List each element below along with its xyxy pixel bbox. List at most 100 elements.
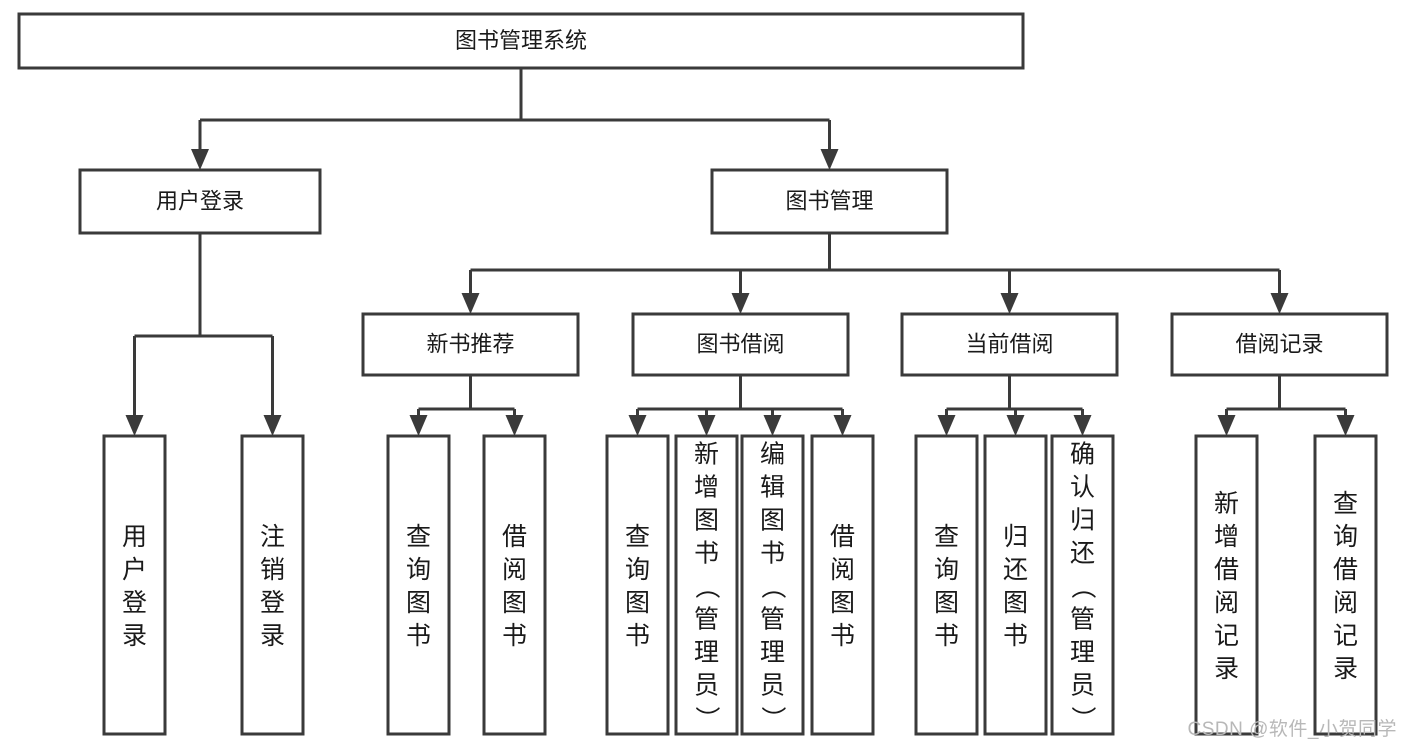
arrow-head-icon [937, 415, 956, 436]
node-label: 当前借阅 [965, 331, 1053, 356]
leaf-label-char: 注 [260, 523, 285, 551]
leaf-label-char: 销 [260, 556, 285, 584]
leaf-label-char: ） [693, 706, 721, 731]
node-box [386, 434, 451, 736]
nodes-layer: 图书管理系统用户登录图书管理新书推荐图书借阅当前借阅借阅记录用户登录注销登录查询… [17, 12, 1389, 736]
leaf-label-char: 查 [406, 523, 431, 551]
leaf-label-char: 理 [760, 639, 785, 667]
node-box [740, 434, 805, 736]
arrow-head-icon [833, 415, 852, 436]
leaf-label-char: 员 [1070, 672, 1095, 700]
leaf-label-char: （ [759, 574, 787, 599]
leaf-label-char: 理 [1070, 639, 1095, 667]
level2-node-0[interactable]: 用户登录 [78, 168, 322, 235]
arrow-head-icon [697, 415, 716, 436]
leaf-label-char: 记 [1333, 622, 1358, 650]
level2-node-1[interactable]: 图书管理 [710, 168, 949, 235]
leaf-label-char: ） [759, 706, 787, 731]
leaf-label-char: 新 [1214, 490, 1239, 518]
leaf-label-char: 阅 [1333, 589, 1358, 617]
leaf-label-char: 阅 [1214, 589, 1239, 617]
arrow-head-icon [763, 415, 782, 436]
node-box [983, 434, 1048, 736]
leaf-label-char: 询 [625, 556, 650, 584]
arrow-head-icon [1336, 415, 1355, 436]
arrow-head-icon [461, 293, 480, 314]
leaf-label-char: 管 [760, 606, 785, 634]
leaf-label-char: 记 [1214, 622, 1239, 650]
root-node-book-management-system[interactable]: 图书管理系统 [17, 12, 1025, 70]
leaf-label-char: 归 [1003, 523, 1028, 551]
leaf-node-0[interactable]: 用户登录 [102, 434, 167, 736]
leaf-label-char: 阅 [502, 556, 527, 584]
level3-node-1[interactable]: 图书借阅 [631, 312, 850, 377]
node-label: 图书借阅 [696, 331, 784, 356]
leaf-label-char: 图 [760, 507, 785, 535]
leaf-label-char: 归 [1070, 507, 1095, 535]
leaf-label-char: 增 [694, 474, 719, 502]
level3-node-2[interactable]: 当前借阅 [900, 312, 1119, 377]
node-box [1050, 434, 1115, 736]
leaf-label-char: 辑 [760, 474, 785, 502]
leaf-label-char: 借 [830, 523, 855, 551]
leaf-label-char: 图 [625, 589, 650, 617]
node-box [1194, 434, 1259, 736]
node-box [605, 434, 670, 736]
arrow-head-icon [1270, 293, 1289, 314]
node-box [482, 434, 547, 736]
node-label: 借阅记录 [1235, 331, 1323, 356]
leaf-label-char: 增 [1214, 523, 1239, 551]
leaf-label-char: 书 [760, 540, 785, 568]
level3-node-0[interactable]: 新书推荐 [361, 312, 580, 377]
leaf-label-char: 书 [1003, 622, 1028, 650]
leaf-label-char: 查 [1333, 490, 1358, 518]
leaf-label-char: 编 [760, 441, 785, 469]
leaf-label-char: 图 [406, 589, 431, 617]
leaf-label-char: 借 [1214, 556, 1239, 584]
node-label: 新书推荐 [426, 331, 514, 356]
node-box [1313, 434, 1378, 736]
leaf-label-char: 还 [1070, 540, 1095, 568]
arrow-head-icon [125, 415, 144, 436]
leaf-label-char: 图 [1003, 589, 1028, 617]
leaf-label-char: 录 [1214, 655, 1239, 683]
node-box [1170, 312, 1389, 377]
leaf-label-char: （ [1069, 574, 1097, 599]
arrow-head-icon [731, 293, 750, 314]
leaf-label-char: 借 [1333, 556, 1358, 584]
leaf-label-char: 录 [1333, 655, 1358, 683]
leaf-label-char: 书 [830, 622, 855, 650]
leaf-label-char: 新 [694, 441, 719, 469]
node-label: 用户登录 [156, 188, 244, 213]
node-box [361, 312, 580, 377]
leaf-label-char: 图 [934, 589, 959, 617]
leaf-label-char: 询 [406, 556, 431, 584]
level3-node-3[interactable]: 借阅记录 [1170, 312, 1389, 377]
leaf-label-char: 管 [694, 606, 719, 634]
leaf-label-char: 询 [934, 556, 959, 584]
leaf-label-char: 户 [122, 556, 147, 584]
leaf-label-char: ） [1069, 706, 1097, 731]
leaf-label-char: 认 [1070, 474, 1095, 502]
node-box [17, 12, 1025, 70]
leaf-label-char: 书 [625, 622, 650, 650]
leaf-label-char: 用 [122, 523, 147, 551]
arrow-head-icon [628, 415, 647, 436]
arrow-head-icon [820, 149, 839, 170]
node-box [240, 434, 305, 736]
leaf-label-char: 借 [502, 523, 527, 551]
leaf-label-char: 书 [502, 622, 527, 650]
